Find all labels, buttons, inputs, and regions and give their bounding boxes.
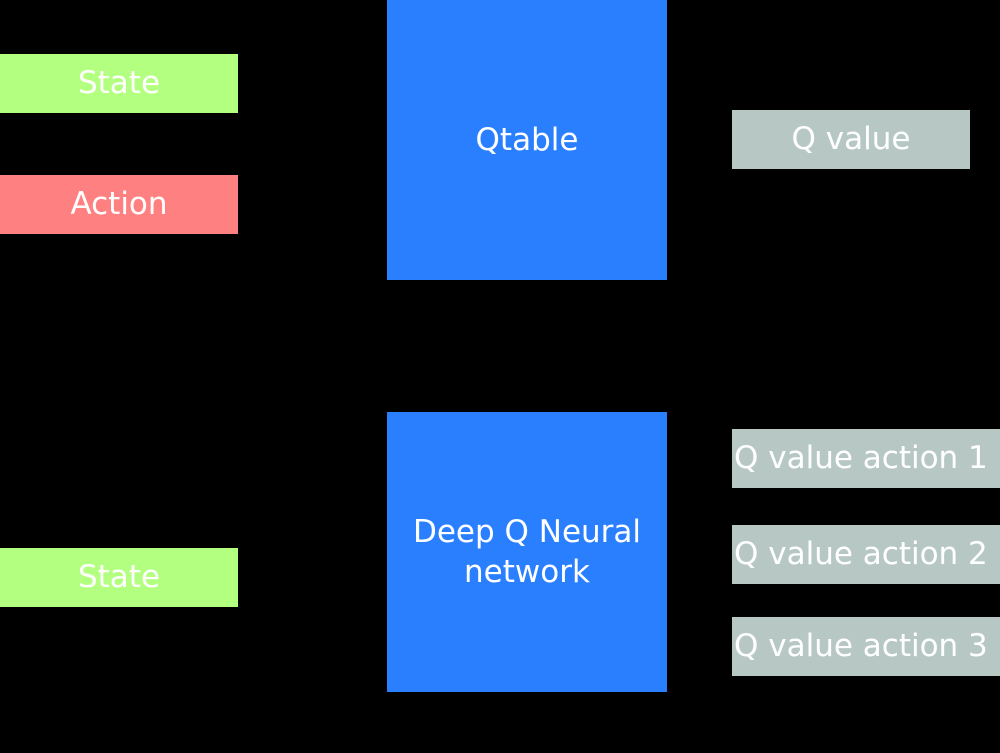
deep-q-network-line2: network	[464, 554, 590, 590]
qtable-label: Qtable	[475, 121, 579, 158]
action-label: Action	[70, 186, 168, 223]
q-value-action-2-box: Q value action 2	[732, 525, 1000, 584]
state-input-box: State	[0, 54, 238, 113]
deep-q-network-box: Deep Q Neural network	[387, 412, 667, 692]
q-value-action-2-label: Q value action 2	[734, 536, 988, 573]
q-value-action-1-label: Q value action 1	[734, 440, 988, 477]
state-label: State	[77, 65, 161, 102]
action-input-box: Action	[0, 175, 238, 234]
deep-q-network-label: Deep Q Neural network	[413, 512, 641, 593]
q-value-action-3-label: Q value action 3	[734, 628, 988, 665]
q-value-label: Q value	[791, 121, 911, 158]
qtable-box: Qtable	[387, 0, 667, 280]
q-value-action-1-box: Q value action 1	[732, 429, 1000, 488]
dqn-state-input-box: State	[0, 548, 238, 607]
q-value-output-box: Q value	[732, 110, 970, 169]
dqn-state-label: State	[77, 559, 161, 596]
deep-q-network-line1: Deep Q Neural	[412, 513, 642, 550]
q-value-action-3-box: Q value action 3	[732, 617, 1000, 676]
